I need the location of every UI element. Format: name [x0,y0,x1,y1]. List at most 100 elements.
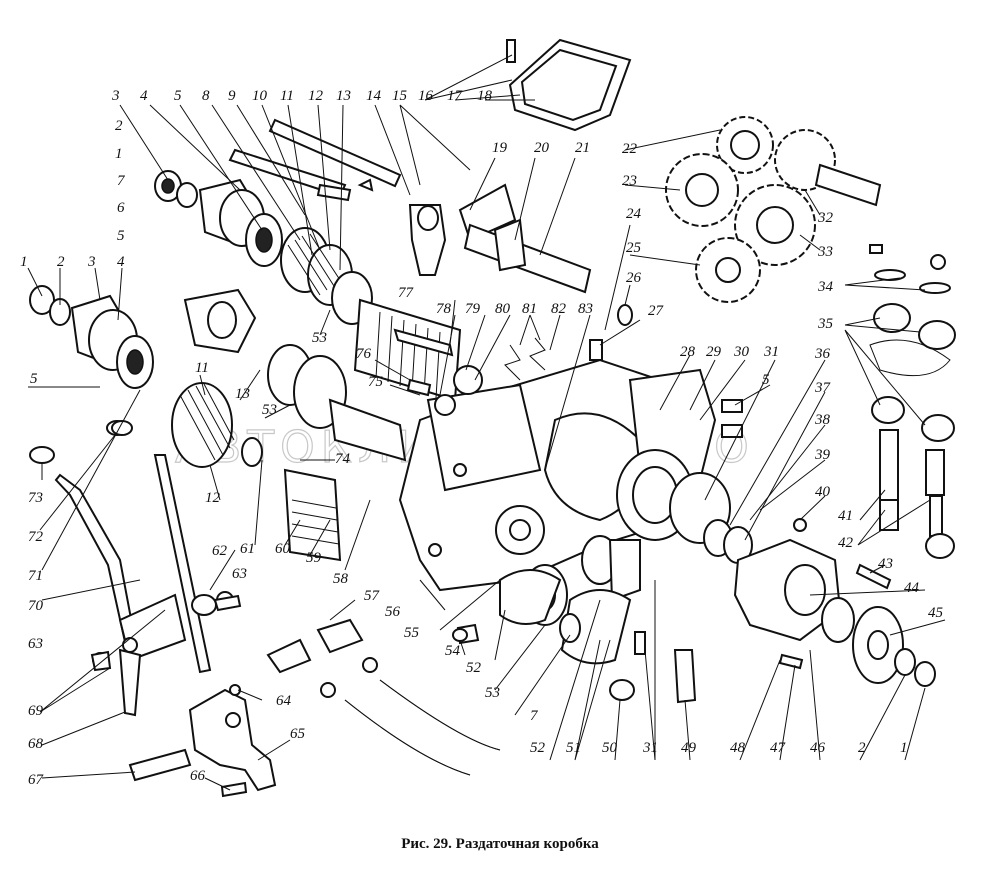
callout-1: 1 [900,740,908,756]
callout-16: 16 [418,88,434,104]
callout-24: 24 [626,206,642,222]
callout-30: 30 [733,344,750,360]
callout-51: 51 [566,740,581,756]
callout-36: 36 [814,346,831,362]
callout-2: 2 [57,254,65,270]
main-shaft [393,304,633,416]
callout-11: 11 [280,88,294,104]
callout-72: 72 [28,529,44,545]
callout-45: 45 [928,605,944,621]
callout-31: 31 [642,740,658,756]
callout-59: 59 [306,550,322,566]
callout-40: 40 [815,484,831,500]
callout-53: 53 [485,685,500,701]
callout-44: 44 [904,580,920,596]
callout-8: 8 [202,88,210,104]
callout-53: 53 [262,402,277,418]
callout-23: 23 [622,173,637,189]
callout-12: 12 [205,490,221,506]
callout-31: 31 [763,344,779,360]
callout-64: 64 [276,693,292,709]
callout-58: 58 [333,571,349,587]
callout-66: 66 [190,768,206,784]
callout-56: 56 [385,604,401,620]
leader-lines [27,54,946,791]
callout-5: 5 [117,228,125,244]
callout-6: 6 [117,200,125,216]
callout-53: 53 [312,330,327,346]
callout-37: 37 [814,380,832,396]
callout-15: 15 [392,88,408,104]
lower-shaft-assembly [29,285,407,562]
callout-61: 61 [240,541,255,557]
callout-28: 28 [680,344,696,360]
callout-20: 20 [534,140,550,156]
callout-35: 35 [817,316,834,332]
callout-5: 5 [174,88,182,104]
callout-22: 22 [622,141,638,157]
callout-52: 52 [466,660,482,676]
callout-63: 63 [28,636,43,652]
callout-74: 74 [335,451,351,467]
callout-46: 46 [810,740,826,756]
callout-17: 17 [447,88,464,104]
callout-3: 3 [87,254,96,270]
callout-67: 67 [28,772,45,788]
callout-47: 47 [770,740,787,756]
callout-2: 2 [115,118,123,134]
callout-43: 43 [878,556,893,572]
shift-forks [408,183,592,294]
callout-82: 82 [551,301,567,317]
callout-65: 65 [290,726,306,742]
callout-79: 79 [465,301,481,317]
callout-19: 19 [492,140,508,156]
callout-83: 83 [578,301,593,317]
callout-13: 13 [235,386,250,402]
callout-80: 80 [495,301,511,317]
callout-63: 63 [232,566,247,582]
shift-rods [228,118,402,202]
callout-39: 39 [814,447,831,463]
callout-1: 1 [115,146,123,162]
callout-49: 49 [681,740,697,756]
callout-75: 75 [368,374,384,390]
callout-29: 29 [706,344,722,360]
callout-57: 57 [364,588,381,604]
callout-4: 4 [117,254,125,270]
callout-21: 21 [575,140,590,156]
callout-14: 14 [366,88,382,104]
top-cover [506,38,632,132]
callout-7: 7 [530,708,539,724]
callout-70: 70 [28,598,44,614]
callout-27: 27 [648,303,665,319]
callout-54: 54 [445,643,461,659]
upper-shaft-assembly [154,170,462,402]
gear-cluster [665,116,882,303]
callout-5: 5 [30,371,38,387]
front-covers [456,535,697,704]
callout-2: 2 [858,740,866,756]
callout-68: 68 [28,736,44,752]
callout-3: 3 [111,88,120,104]
parts-artwork [29,38,956,798]
callout-77: 77 [398,285,415,301]
callout-78: 78 [436,301,452,317]
callout-62: 62 [212,543,228,559]
callout-26: 26 [626,270,642,286]
callout-25: 25 [626,240,642,256]
callout-13: 13 [336,88,351,104]
callout-9: 9 [228,88,236,104]
figure-caption: Рис. 29. Раздаточная коробка [401,836,599,852]
callout-76: 76 [356,346,372,362]
callout-42: 42 [838,535,854,551]
rear-cover-plates [616,368,753,564]
callout-69: 69 [28,703,44,719]
callout-81: 81 [522,301,537,317]
callout-34: 34 [817,279,834,295]
pedal-bracket [128,684,277,798]
callout-18: 18 [477,88,493,104]
callout-12: 12 [308,88,324,104]
callout-10: 10 [252,88,268,104]
callout-4: 4 [140,88,148,104]
